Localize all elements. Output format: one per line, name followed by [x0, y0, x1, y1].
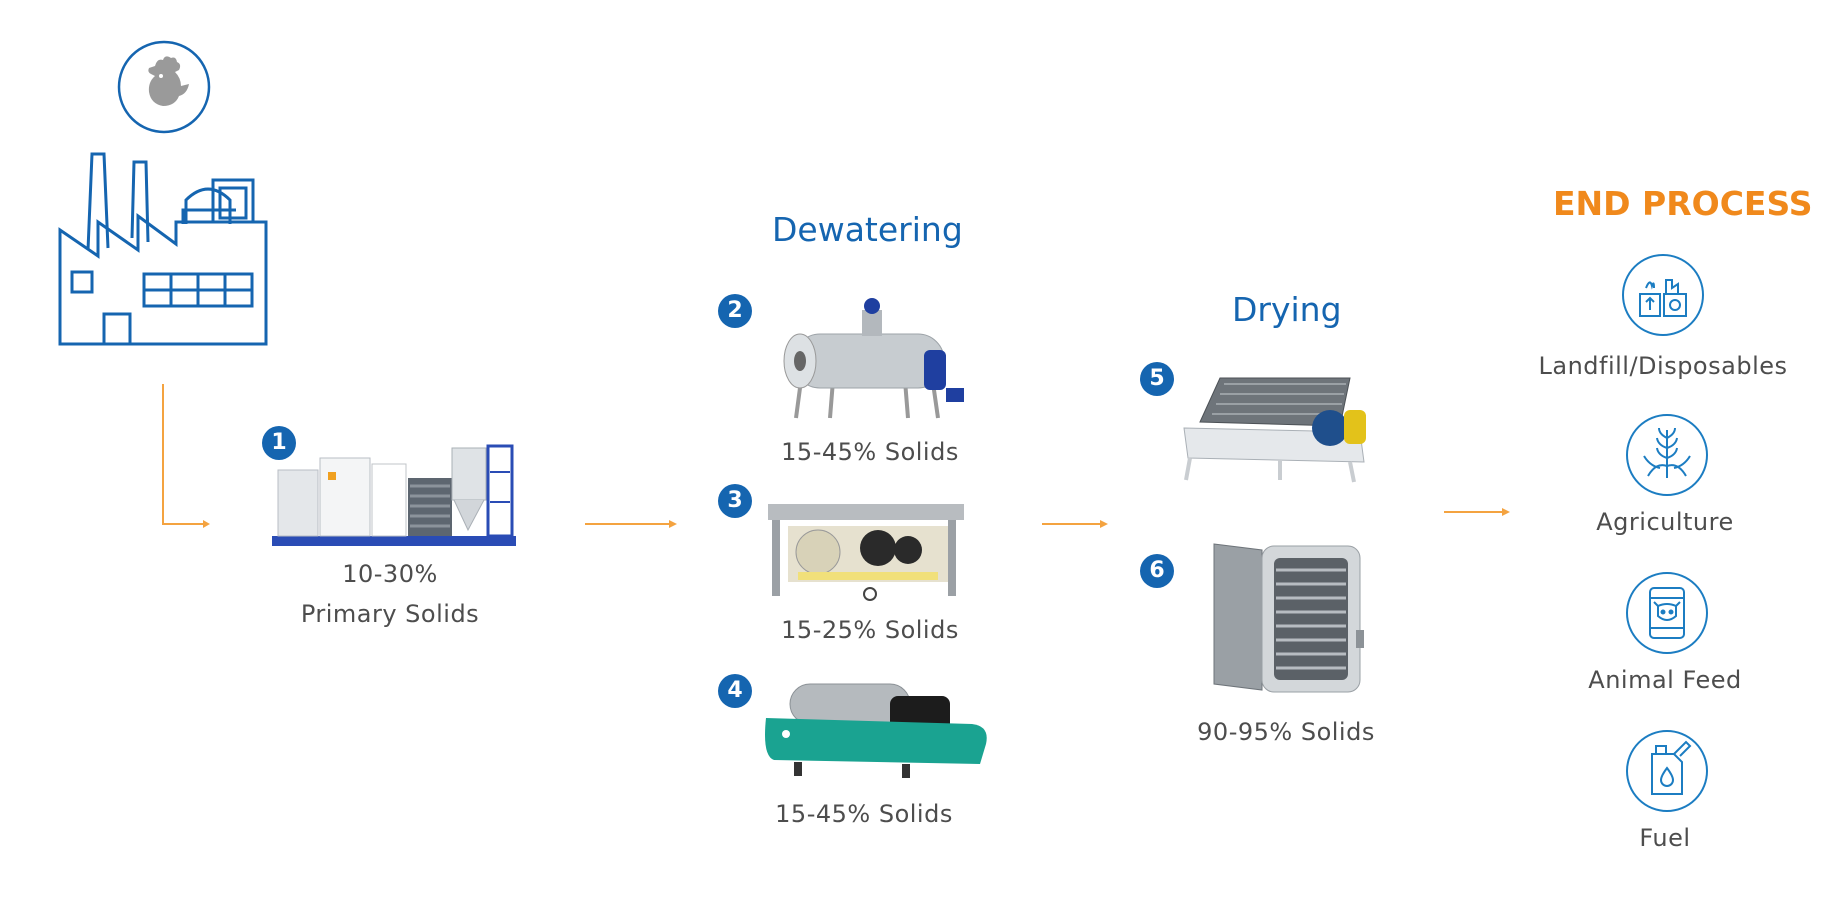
step-5-badge: 5 [1140, 362, 1174, 396]
step-6-machine-image [1210, 540, 1370, 693]
fuel-can-icon [1626, 730, 1708, 812]
fuel-label: Fuel [1639, 824, 1691, 852]
arrow-to-drying [1040, 516, 1110, 532]
end-process-heading: END PROCESS [1553, 184, 1813, 223]
animal-feed-label: Animal Feed [1588, 666, 1742, 694]
step-6-badge: 6 [1140, 554, 1174, 588]
step-2-solids-label: 15-45% Solids [781, 438, 959, 466]
agriculture-label: Agriculture [1596, 508, 1734, 536]
step-3-solids-label: 15-25% Solids [781, 616, 959, 644]
step-3-badge: 3 [718, 484, 752, 518]
landfill-icon [1622, 254, 1704, 336]
step-5-machine-image [1180, 372, 1380, 484]
step-6-solids-label: 90-95% Solids [1197, 718, 1375, 746]
step-4-machine-image [762, 676, 990, 778]
landfill-label: Landfill/Disposables [1538, 352, 1788, 380]
step-1-solids-label: Primary Solids [300, 600, 480, 628]
wheat-icon [1626, 414, 1708, 496]
step-4-badge: 4 [718, 674, 752, 708]
dewatering-heading: Dewatering [772, 210, 963, 249]
step-1-percent-label: 10-30% [342, 560, 438, 588]
step-2-machine-image [774, 298, 970, 420]
factory-icon [58, 150, 268, 346]
step-1-machine-image [268, 442, 518, 550]
arrow-source-to-step1 [158, 382, 214, 530]
arrow-to-dewatering [583, 516, 679, 532]
arrow-to-end-process [1442, 504, 1512, 520]
step-2-badge: 2 [718, 294, 752, 328]
rooster-icon [117, 40, 211, 134]
step-1-badge: 1 [262, 426, 296, 460]
drying-heading: Drying [1232, 290, 1342, 329]
animal-feed-icon [1626, 572, 1708, 654]
step-3-machine-image [758, 494, 974, 604]
step-4-solids-label: 15-45% Solids [775, 800, 953, 828]
